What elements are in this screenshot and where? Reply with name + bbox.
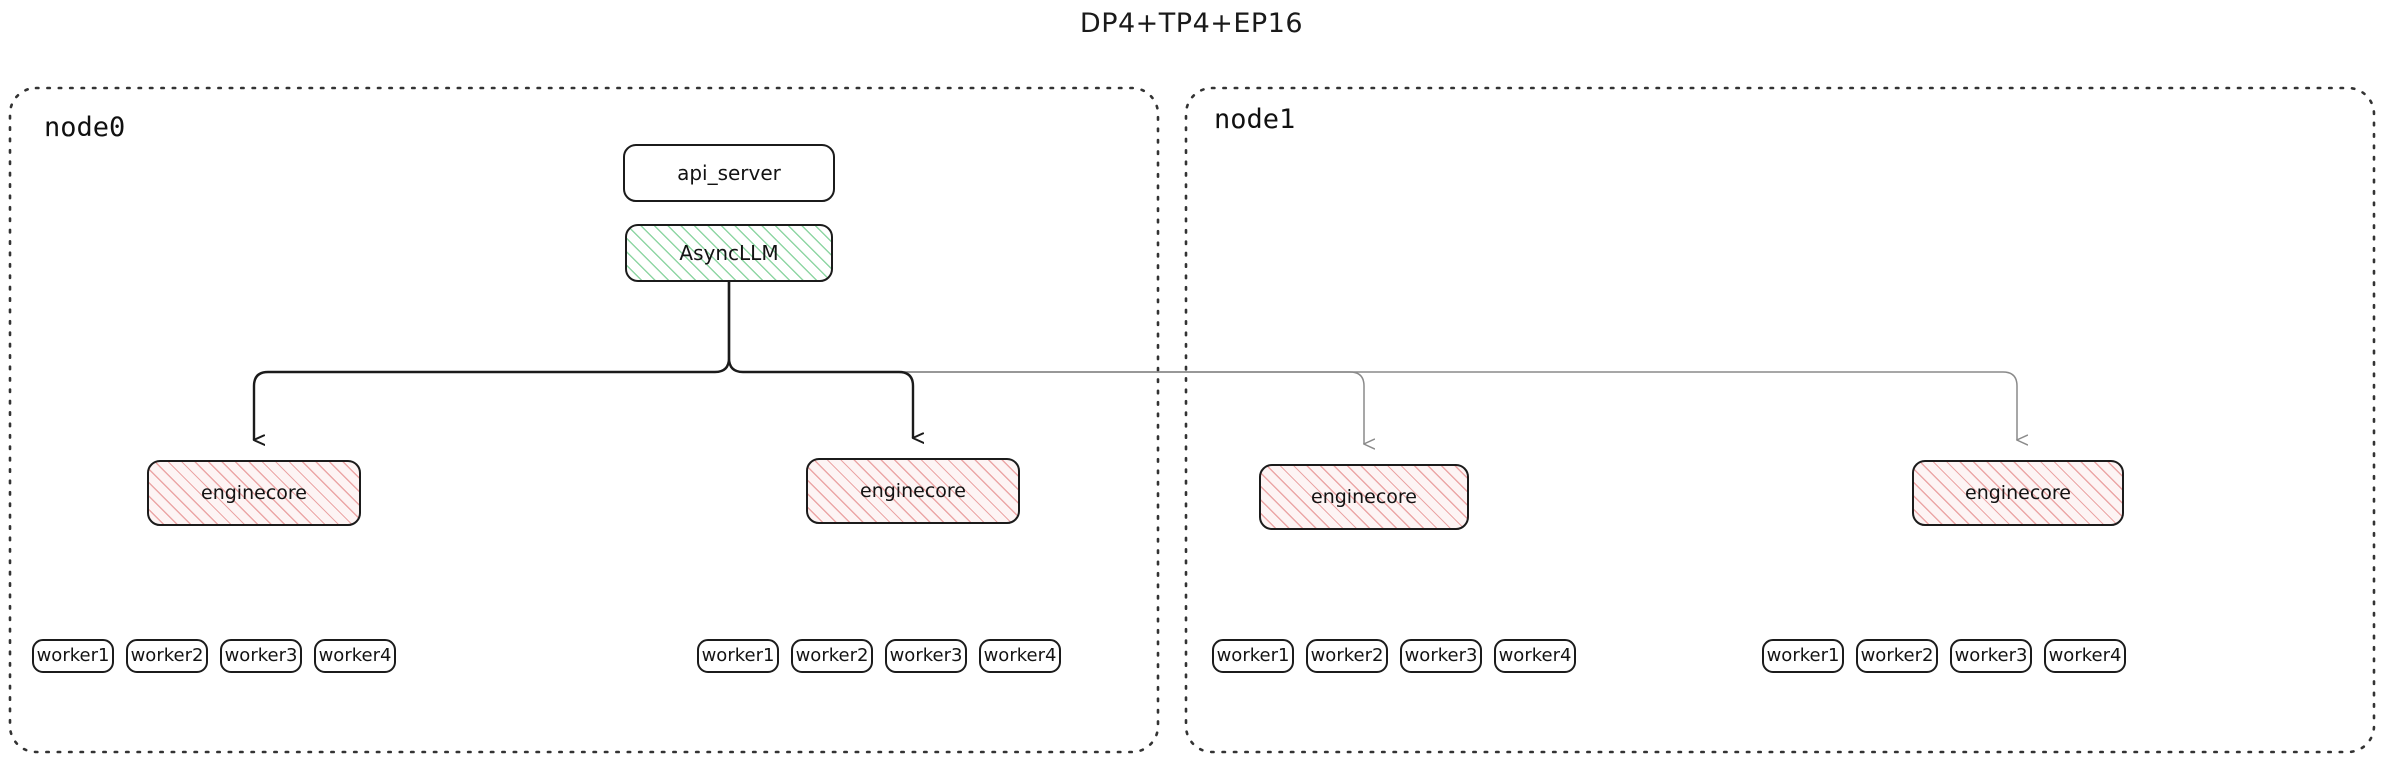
worker-box[interactable]: worker4 [979,639,1061,673]
edge-asyncllm-to-node0-ec1 [727,282,913,438]
worker-label: worker1 [1766,645,1840,666]
node-api-server-label: api_server [677,161,781,185]
worker-label: worker4 [318,645,392,666]
node-enginecore-label: enginecore [1965,481,2071,504]
cluster-label-node1: node1 [1214,104,1296,135]
worker-label: worker2 [1310,645,1384,666]
worker-label: worker3 [1954,645,2028,666]
worker-box[interactable]: worker1 [1212,639,1294,673]
worker-box[interactable]: worker4 [314,639,396,673]
worker-label: worker3 [1404,645,1478,666]
worker-box[interactable]: worker2 [791,639,873,673]
worker-label: worker1 [36,645,110,666]
worker-box[interactable]: worker1 [32,639,114,673]
worker-box[interactable]: worker3 [1400,639,1482,673]
worker-label: worker4 [2048,645,2122,666]
node-enginecore-label: enginecore [201,481,307,504]
worker-label: worker2 [795,645,869,666]
node-enginecore-node0-1[interactable]: enginecore [806,458,1020,524]
cluster-label-node0: node0 [44,112,126,143]
worker-label: worker1 [1216,645,1290,666]
node-enginecore-label: enginecore [1311,485,1417,508]
worker-box[interactable]: worker2 [126,639,208,673]
worker-label: worker3 [224,645,298,666]
cluster-node1-border [1184,86,2376,754]
worker-label: worker1 [701,645,775,666]
worker-box[interactable]: worker3 [1950,639,2032,673]
worker-group-node1-ec1: worker1 worker2 worker3 worker4 [1762,639,2138,673]
worker-box[interactable]: worker2 [1306,639,1388,673]
edge-asyncllm-to-node1-ec1 [728,282,2017,440]
worker-box[interactable]: worker3 [885,639,967,673]
node-async-llm-label: AsyncLLM [679,241,779,265]
worker-label: worker2 [1860,645,1934,666]
worker-box[interactable]: worker3 [220,639,302,673]
edge-asyncllm-to-node1-ec0 [728,282,1364,444]
worker-label: worker3 [889,645,963,666]
worker-box[interactable]: worker1 [1762,639,1844,673]
node-enginecore-label: enginecore [860,479,966,502]
worker-box[interactable]: worker2 [1856,639,1938,673]
worker-box[interactable]: worker4 [2044,639,2126,673]
edge-asyncllm-to-node0-ec0 [254,282,731,440]
cluster-node0-border [8,86,1160,754]
node-enginecore-node1-1[interactable]: enginecore [1912,460,2124,526]
worker-box[interactable]: worker4 [1494,639,1576,673]
node-api-server[interactable]: api_server [623,144,835,202]
worker-group-node0-ec1: worker1 worker2 worker3 worker4 [697,639,1073,673]
worker-box[interactable]: worker1 [697,639,779,673]
worker-label: worker4 [1498,645,1572,666]
node-enginecore-node0-0[interactable]: enginecore [147,460,361,526]
worker-group-node0-ec0: worker1 worker2 worker3 worker4 [32,639,408,673]
node-async-llm[interactable]: AsyncLLM [625,224,833,282]
worker-label: worker2 [130,645,204,666]
page-title: DP4+TP4+EP16 [1079,8,1304,39]
worker-label: worker4 [983,645,1057,666]
worker-group-node1-ec0: worker1 worker2 worker3 worker4 [1212,639,1588,673]
node-enginecore-node1-0[interactable]: enginecore [1259,464,1469,530]
